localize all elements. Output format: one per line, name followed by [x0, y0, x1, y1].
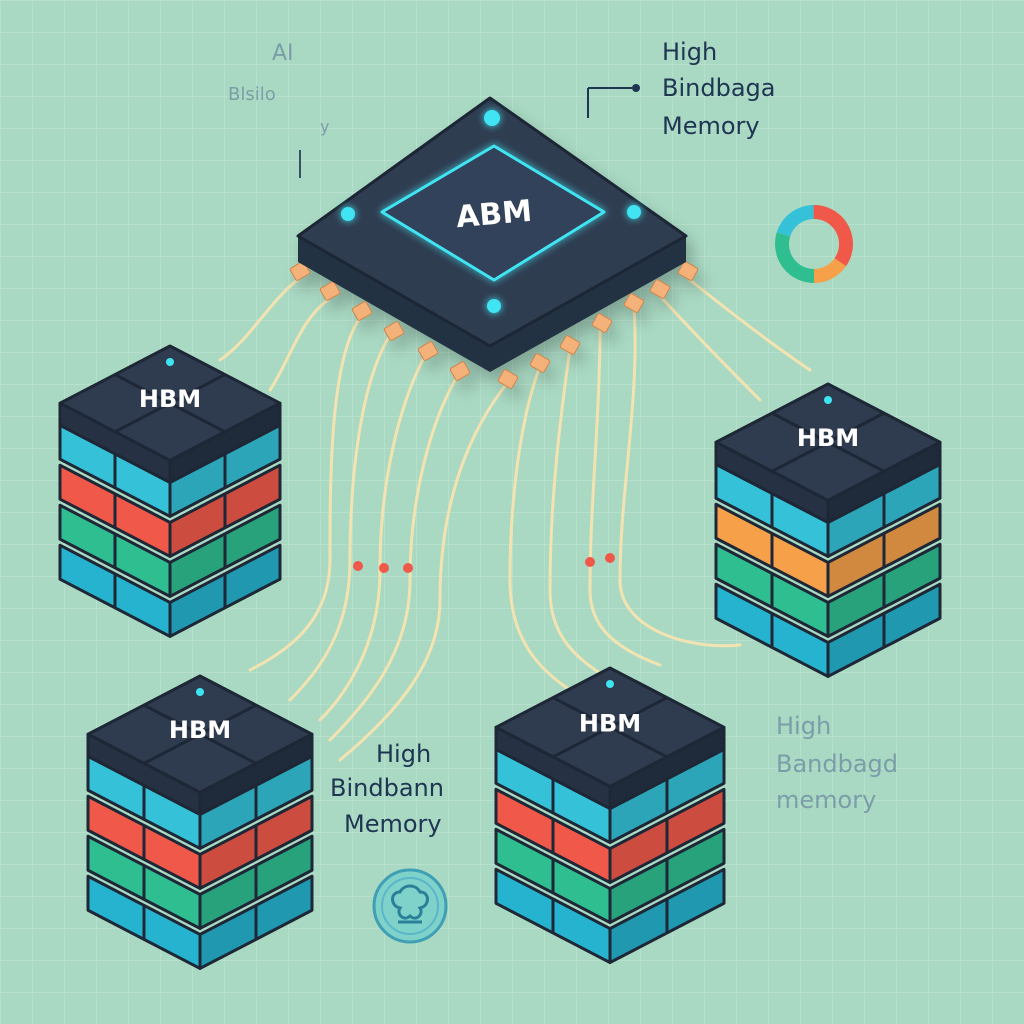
- chip-led-right: [627, 205, 641, 219]
- top-right-callout-line2: Bindbaga: [662, 74, 775, 102]
- right-callout-line1: High: [776, 712, 831, 740]
- hbm-stack-bottom-left: HBM: [86, 674, 314, 970]
- top-right-callout-line3: Memory: [662, 112, 760, 140]
- hbm-stack-right: HBM: [714, 382, 942, 678]
- chip-led-bottom: [487, 299, 501, 313]
- center-callout-line1: High: [376, 740, 431, 768]
- chip-led-left: [341, 207, 355, 221]
- hbm-stack-left: HBM: [58, 344, 282, 638]
- hbm-label: HBM: [797, 424, 859, 452]
- ai-label: AI: [272, 41, 294, 66]
- abm-chip: [289, 96, 699, 389]
- chip-led-top: [484, 110, 500, 126]
- blurred-label: Blsilo: [228, 84, 276, 105]
- chip-pins: [289, 261, 699, 389]
- right-callout-line2: Bandbagd: [776, 750, 898, 778]
- wire-dots-right: [585, 553, 615, 567]
- callout-pointer: [587, 84, 640, 118]
- center-callout-line2: Bindbann: [330, 774, 444, 802]
- center-callout-line3: Memory: [344, 810, 442, 838]
- right-callout-line3: memory: [776, 786, 876, 814]
- hbm-label: HBM: [579, 709, 641, 737]
- hbm-stack-bottom-right: HBM: [494, 666, 726, 965]
- memory-stacks: HBM HBM HBM HBM: [58, 344, 942, 970]
- wire-dots-left: [353, 561, 413, 573]
- donut-chart-icon: [775, 205, 853, 283]
- blurred-sub-label: y: [320, 117, 329, 136]
- wire-bundle: [218, 276, 812, 762]
- chip-label: ABM: [455, 194, 534, 235]
- hbm-label: HBM: [169, 716, 231, 744]
- hbm-label: HBM: [139, 385, 201, 413]
- brain-chip-icon: [372, 868, 448, 944]
- top-right-callout-line1: High: [662, 38, 717, 66]
